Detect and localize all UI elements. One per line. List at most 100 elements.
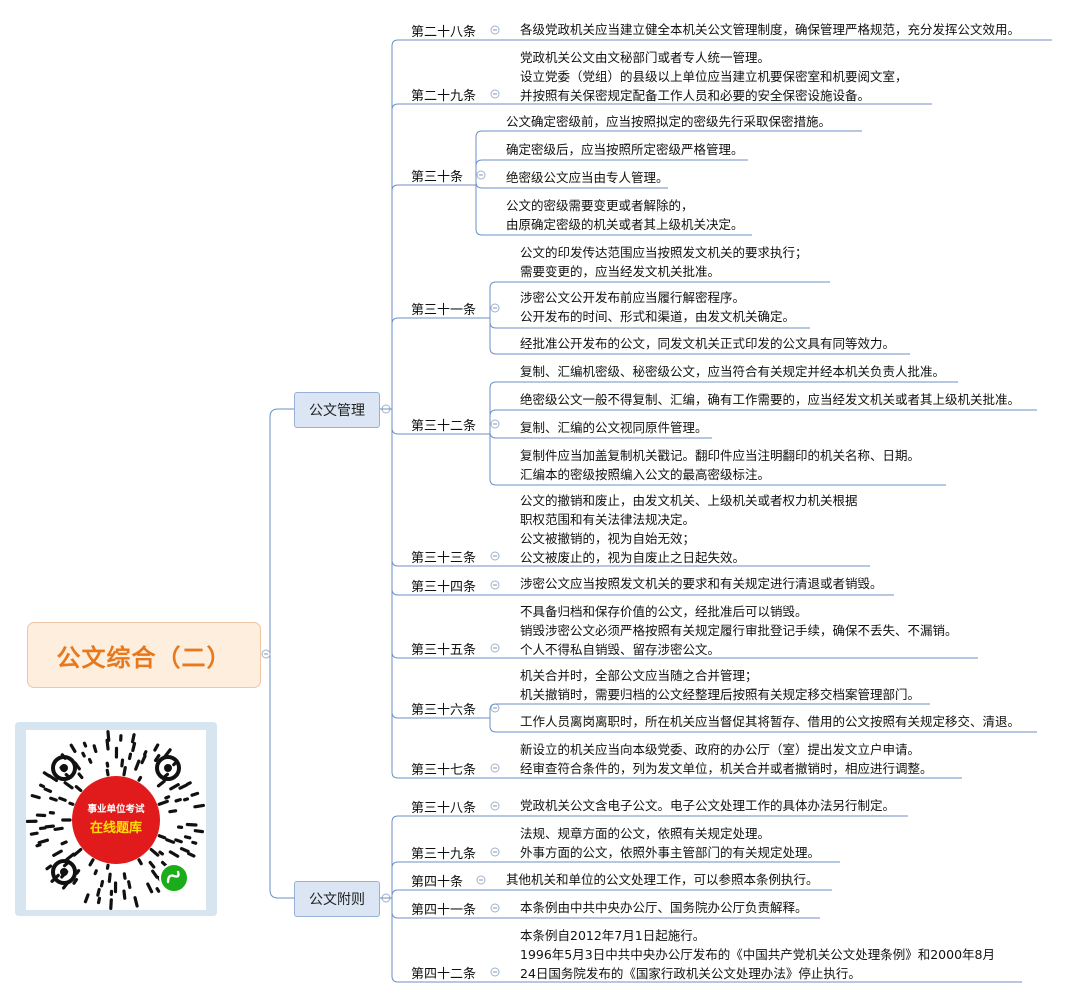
article-title[interactable]: 第四十二条 xyxy=(411,967,477,982)
qr-module xyxy=(106,730,111,742)
qr-module xyxy=(44,824,55,829)
qr-module xyxy=(127,752,133,761)
qr-module xyxy=(99,879,105,888)
article-text-line: 确定密级后，应当按照所定密级严格管理。 xyxy=(506,142,744,157)
qr-module xyxy=(43,787,53,793)
article-text-line: 复制件应当加盖复制机关戳记。翻印件应当注明翻印的机关名称、日期。 xyxy=(520,448,921,463)
article-connector xyxy=(391,815,490,823)
qr-module xyxy=(88,858,95,867)
qr-module xyxy=(30,794,41,800)
qr-module xyxy=(187,851,196,858)
article-title[interactable]: 第二十九条 xyxy=(411,89,477,104)
article-text: 涉密公文应当按照发文机关的要求和有关规定进行清退或者销毁。 xyxy=(520,574,883,593)
article-text-line: 经批准公开发布的公文，同发文机关正式印发的公文具有同等效力。 xyxy=(520,336,896,351)
wechat-miniprogram-glyph xyxy=(166,870,180,884)
article-text-line: 法规、规章方面的公文，依照有关规定处理。 xyxy=(520,826,771,841)
qr-module xyxy=(63,781,74,790)
article-text-line: 绝密级公文一般不得复制、汇编，确有工作需要的，应当经发文机关或者其上级机关批准。 xyxy=(520,392,1021,407)
qr-module xyxy=(105,863,110,870)
root-topic[interactable]: 公文综合（二） xyxy=(27,622,261,688)
article-text: 新设立的机关应当向本级党委、政府的办公厅（室）提出发文立户申请。经审查符合条件的… xyxy=(520,740,933,778)
qr-module xyxy=(96,896,102,905)
article-text-line: 职权范围和有关法律法规决定。 xyxy=(520,512,696,527)
qr-module xyxy=(93,869,98,876)
article-title[interactable]: 第四十一条 xyxy=(411,903,477,918)
text-connector xyxy=(489,725,1037,733)
article-text: 本条例由中共中央办公厅、国务院办公厅负责解释。 xyxy=(520,898,808,917)
article-text-line: 党政机关公文由文秘部门或者专人统一管理。 xyxy=(520,50,771,65)
article-title[interactable]: 第三十二条 xyxy=(411,419,477,434)
article-text: 法规、规章方面的公文，依照有关规定处理。外事方面的公文，依照外事主管部门的有关规… xyxy=(520,824,820,862)
qr-module xyxy=(75,869,81,875)
qr-module xyxy=(143,750,148,757)
article-text: 公文确定密级前，应当按照拟定的密级先行采取保密措施。 xyxy=(506,112,831,131)
article-text-line: 党政机关公文含电子公文。电子公文处理工作的具体办法另行制定。 xyxy=(520,798,896,813)
wechat-miniprogram-icon xyxy=(159,863,189,893)
article-title[interactable]: 第三十八条 xyxy=(411,801,477,816)
article-connector xyxy=(391,911,490,919)
article-title[interactable]: 第二十八条 xyxy=(411,25,477,40)
qr-module xyxy=(193,829,205,834)
qr-module xyxy=(153,743,160,752)
article-text-line: 新设立的机关应当向本级党委、政府的办公厅（室）提出发文立户申请。 xyxy=(520,742,921,757)
qr-module xyxy=(158,850,165,856)
branch-node-1[interactable]: 公文管理 xyxy=(294,392,380,428)
article-text-line: 个人不得私自销毁、留存涉密公文。 xyxy=(520,642,721,657)
article-title[interactable]: 第三十五条 xyxy=(411,643,477,658)
qr-module xyxy=(179,847,190,854)
article-text-line: 涉密公文应当按照发文机关的要求和有关规定进行清退或者销毁。 xyxy=(520,576,883,591)
article-title[interactable]: 第三十一条 xyxy=(411,303,477,318)
article-text: 党政机关公文含电子公文。电子公文处理工作的具体办法另行制定。 xyxy=(520,796,895,815)
qr-module xyxy=(174,798,182,803)
text-connector xyxy=(489,381,958,389)
qr-module xyxy=(69,743,77,753)
article-title[interactable]: 第三十七条 xyxy=(411,763,477,778)
qr-module xyxy=(140,754,147,765)
article-text: 各级党政机关应当建立健全本机关公文管理制度，确保管理严格规范，充分发挥公文效用。 xyxy=(520,20,1020,39)
article-connector xyxy=(391,889,476,897)
article-text-line: 本条例自2012年7月1日起施行。 xyxy=(520,928,706,943)
article-text-line: 外事方面的公文，依照外事主管部门的有关规定处理。 xyxy=(520,845,821,860)
article-text-line: 公文的印发传达范围应当按照发文机关的要求执行； xyxy=(520,245,808,260)
article-title[interactable]: 第三十三条 xyxy=(411,551,477,566)
qr-center-line2: 在线题库 xyxy=(90,820,142,836)
qr-module xyxy=(60,840,68,846)
qr-module xyxy=(74,785,83,793)
article-text-line: 设立党委（党组）的县级以上单位应当建立机要保密室和机要阅文室， xyxy=(520,69,908,84)
article-text: 复制件应当加盖复制机关戳记。翻印件应当注明翻印的机关名称、日期。汇编本的密级按照… xyxy=(520,446,920,484)
branch-node-2[interactable]: 公文附则 xyxy=(294,881,380,917)
qr-module xyxy=(127,880,132,889)
article-title[interactable]: 第四十条 xyxy=(411,875,464,890)
qr-finder-dot xyxy=(60,764,68,772)
qr-finder-dot xyxy=(60,868,68,876)
qr-module xyxy=(185,781,192,786)
article-text: 复制、汇编的公文视同原件管理。 xyxy=(520,418,708,437)
article-connector xyxy=(391,39,490,47)
root-title: 公文综合（二） xyxy=(56,643,232,672)
article-title[interactable]: 第三十条 xyxy=(411,170,464,185)
qr-finder-pattern xyxy=(51,755,77,781)
text-connector xyxy=(489,281,830,289)
article-title[interactable]: 第三十六条 xyxy=(411,703,477,718)
qr-module xyxy=(155,887,161,893)
qr-module xyxy=(137,775,143,782)
text-connector xyxy=(489,409,1037,417)
text-connector xyxy=(489,478,946,486)
article-text-line: 经审查符合条件的，列为发文单位，机关合并或者撤销时，相应进行调整。 xyxy=(520,761,933,776)
article-text-line: 不具备归档和保存价值的公文，经批准后可以销毁。 xyxy=(520,604,808,619)
branch-label: 公文附则 xyxy=(309,892,365,908)
article-title[interactable]: 第三十四条 xyxy=(411,580,477,595)
qr-module xyxy=(146,882,154,894)
qr-module xyxy=(53,826,64,832)
article-text: 确定密级后，应当按照所定密级严格管理。 xyxy=(506,140,744,159)
article-title[interactable]: 第三十九条 xyxy=(411,847,477,862)
article-text-line: 复制、汇编的公文视同原件管理。 xyxy=(520,420,708,435)
branch-label: 公文管理 xyxy=(309,403,365,419)
article-text-line: 涉密公文公开发布前应当履行解密程序。 xyxy=(520,290,746,305)
qr-module xyxy=(149,847,160,857)
article-text-line: 工作人员离岗离职时，所在机关应当督促其将暂存、借用的公文按照有关规定移交、清退。 xyxy=(520,714,1021,729)
qr-module xyxy=(122,872,127,880)
text-connector xyxy=(489,703,930,711)
article-connector xyxy=(391,427,490,435)
article-connector xyxy=(391,861,490,869)
